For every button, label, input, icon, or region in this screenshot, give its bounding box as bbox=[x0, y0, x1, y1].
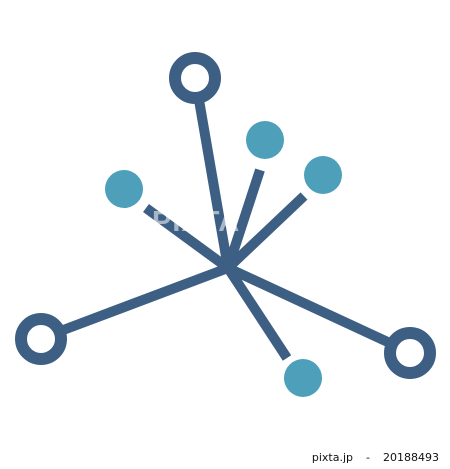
right-upper-dot-node bbox=[304, 156, 342, 194]
upper-dot-node bbox=[246, 121, 284, 159]
left-ring-node bbox=[15, 313, 67, 365]
left-upper-dot-node bbox=[105, 170, 143, 208]
line-to-top-ring bbox=[194, 99, 233, 269]
line-to-right-upper-dot bbox=[224, 192, 308, 272]
credit-image-number: 20188493 bbox=[383, 451, 439, 464]
line-to-bottom-dot bbox=[223, 265, 292, 361]
network-lines bbox=[56, 99, 395, 361]
top-ring-node bbox=[169, 52, 221, 104]
line-to-upper-dot bbox=[223, 168, 265, 270]
bottom-dot-node bbox=[284, 359, 322, 397]
image-credit: pixta.jp - 20188493 bbox=[312, 451, 439, 464]
dot-nodes bbox=[105, 121, 342, 397]
line-to-right-ring bbox=[225, 263, 395, 349]
ring-nodes bbox=[15, 52, 436, 379]
line-to-left-upper-dot bbox=[143, 203, 231, 273]
credit-separator: - bbox=[366, 451, 370, 464]
credit-site: pixta.jp bbox=[311, 451, 354, 464]
line-to-left-ring bbox=[56, 263, 230, 337]
right-ring-node bbox=[384, 327, 436, 379]
